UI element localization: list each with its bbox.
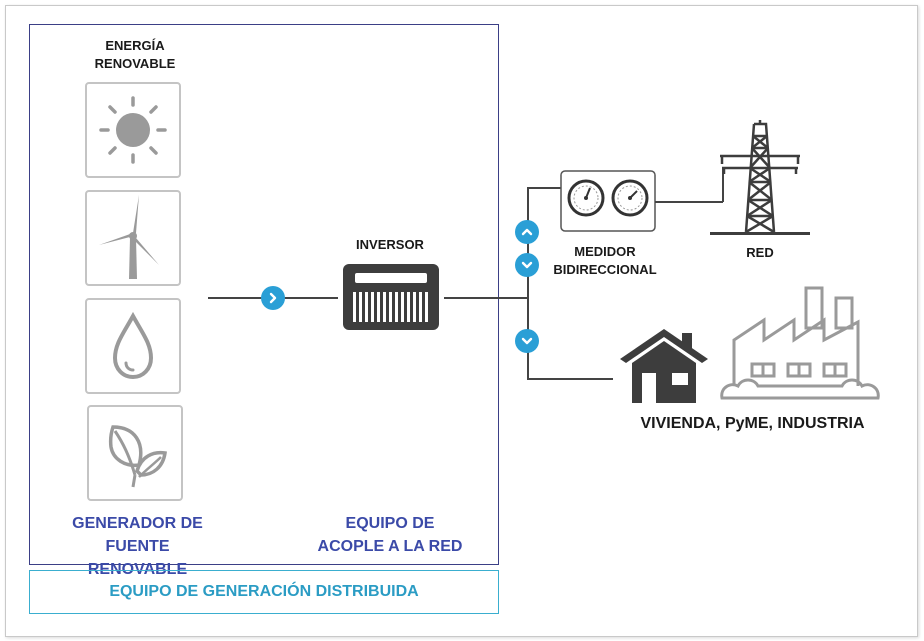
transmission-tower-icon — [710, 120, 810, 240]
inverter-icon — [343, 264, 439, 330]
vertical-bus-line — [527, 187, 529, 379]
factory-icon — [718, 284, 882, 404]
water-drop-icon — [112, 311, 154, 380]
source-tile-biomass — [87, 405, 183, 501]
consumers-label: VIVIENDA, PyME, INDUSTRIA — [640, 415, 865, 432]
meter-label-line1: MEDIDOR — [574, 244, 636, 259]
connection-line-tower-drop — [722, 168, 724, 202]
generation-equipment-box — [29, 24, 499, 565]
grid-label: RED — [746, 245, 774, 260]
generator-label: GENERADOR DE FUENTE RENOVABLE — [55, 512, 220, 581]
coupling-label-line2: ACOPLE A LA RED — [317, 538, 463, 555]
inverter-label: INVERSOR — [356, 237, 424, 252]
generator-label-line2: FUENTE RENOVABLE — [87, 538, 188, 578]
arrow-right-icon — [261, 286, 285, 310]
coupling-label-line1: EQUIPO DE — [345, 515, 435, 532]
arrow-down-consumers-icon — [515, 329, 539, 353]
renewable-energy-label-line2: RENOVABLE — [94, 56, 176, 71]
connection-line-meter-grid — [655, 201, 723, 203]
connection-line-inverter-bus — [444, 297, 528, 299]
arrow-down-icon — [515, 253, 539, 277]
source-tile-solar — [85, 82, 181, 178]
generator-label-line1: GENERADOR DE — [72, 515, 203, 532]
connection-line-bus-consumers — [527, 378, 613, 380]
connection-line-bus-meter — [527, 187, 561, 189]
source-tile-hydro — [85, 298, 181, 394]
wind-turbine-icon — [99, 195, 159, 279]
renewable-energy-label-line1: ENERGÍA — [105, 38, 165, 53]
meter-label-line2: BIDIRECCIONAL — [553, 262, 657, 277]
distributed-generation-footer: EQUIPO DE GENERACIÓN DISTRIBUIDA — [29, 570, 499, 614]
bidirectional-meter-icon — [560, 170, 656, 232]
footer-label: EQUIPO DE GENERACIÓN DISTRIBUIDA — [109, 583, 419, 600]
arrow-up-icon — [515, 220, 539, 244]
renewable-energy-label: ENERGÍA RENOVABLE — [90, 37, 180, 73]
coupling-equipment-label: EQUIPO DE ACOPLE A LA RED — [305, 512, 475, 558]
meter-label: MEDIDOR BIDIRECCIONAL — [545, 243, 665, 279]
house-icon — [618, 327, 710, 403]
source-tile-wind — [85, 190, 181, 286]
sun-icon — [99, 96, 167, 164]
leaf-icon — [108, 425, 167, 488]
